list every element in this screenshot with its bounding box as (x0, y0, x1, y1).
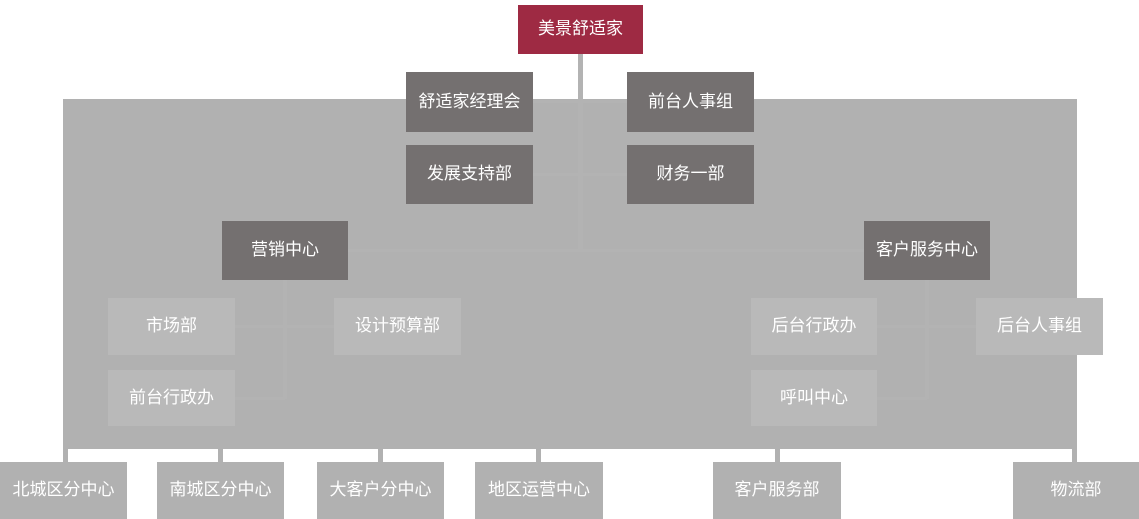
org-node-south-branch: 南城区分中心 (157, 462, 284, 519)
org-node-regional-ops-center: 地区运营中心 (475, 462, 603, 519)
org-node-root: 美景舒适家 (518, 5, 643, 54)
org-node-back-hr: 后台人事组 (976, 298, 1103, 355)
connector-service-vertical (925, 280, 929, 399)
org-node-customer-service-dept: 客户服务部 (713, 462, 841, 519)
org-node-key-account-branch: 大客户分中心 (317, 462, 444, 519)
org-node-call-center: 呼叫中心 (751, 370, 877, 426)
org-node-logistics-dept: 物流部 (1013, 462, 1139, 519)
org-node-customer-service-center: 客户服务中心 (864, 221, 990, 280)
connector-staff-row2-horizontal (533, 173, 627, 176)
org-node-manager-board: 舒适家经理会 (406, 72, 533, 132)
org-node-front-admin-office: 前台行政办 (108, 370, 235, 426)
connector-centers-horizontal (348, 249, 864, 252)
connector-root-vertical (578, 54, 583, 250)
org-node-dev-support: 发展支持部 (406, 145, 533, 204)
stub-customer-service (775, 449, 780, 462)
connector-marketing-children-row1 (235, 325, 334, 328)
org-node-back-admin-office: 后台行政办 (751, 298, 877, 355)
connector-service-children-row2 (877, 397, 927, 400)
stub-north-branch (63, 449, 68, 462)
org-node-finance-one: 财务一部 (627, 145, 754, 204)
org-node-design-budget-dept: 设计预算部 (334, 298, 461, 355)
connector-marketing-children-row2 (235, 397, 285, 400)
org-node-market-dept: 市场部 (108, 298, 235, 355)
org-node-marketing-center: 营销中心 (222, 221, 348, 280)
org-node-north-branch: 北城区分中心 (0, 462, 127, 519)
connector-marketing-vertical (283, 280, 287, 399)
org-node-front-hr: 前台人事组 (627, 72, 754, 132)
stub-logistics (1072, 449, 1077, 462)
connector-service-children-row1 (877, 325, 976, 328)
stub-regional-ops (536, 449, 541, 462)
stub-south-branch (218, 449, 223, 462)
connector-staff-row1-horizontal (533, 100, 627, 103)
stub-key-account-branch (378, 449, 383, 462)
